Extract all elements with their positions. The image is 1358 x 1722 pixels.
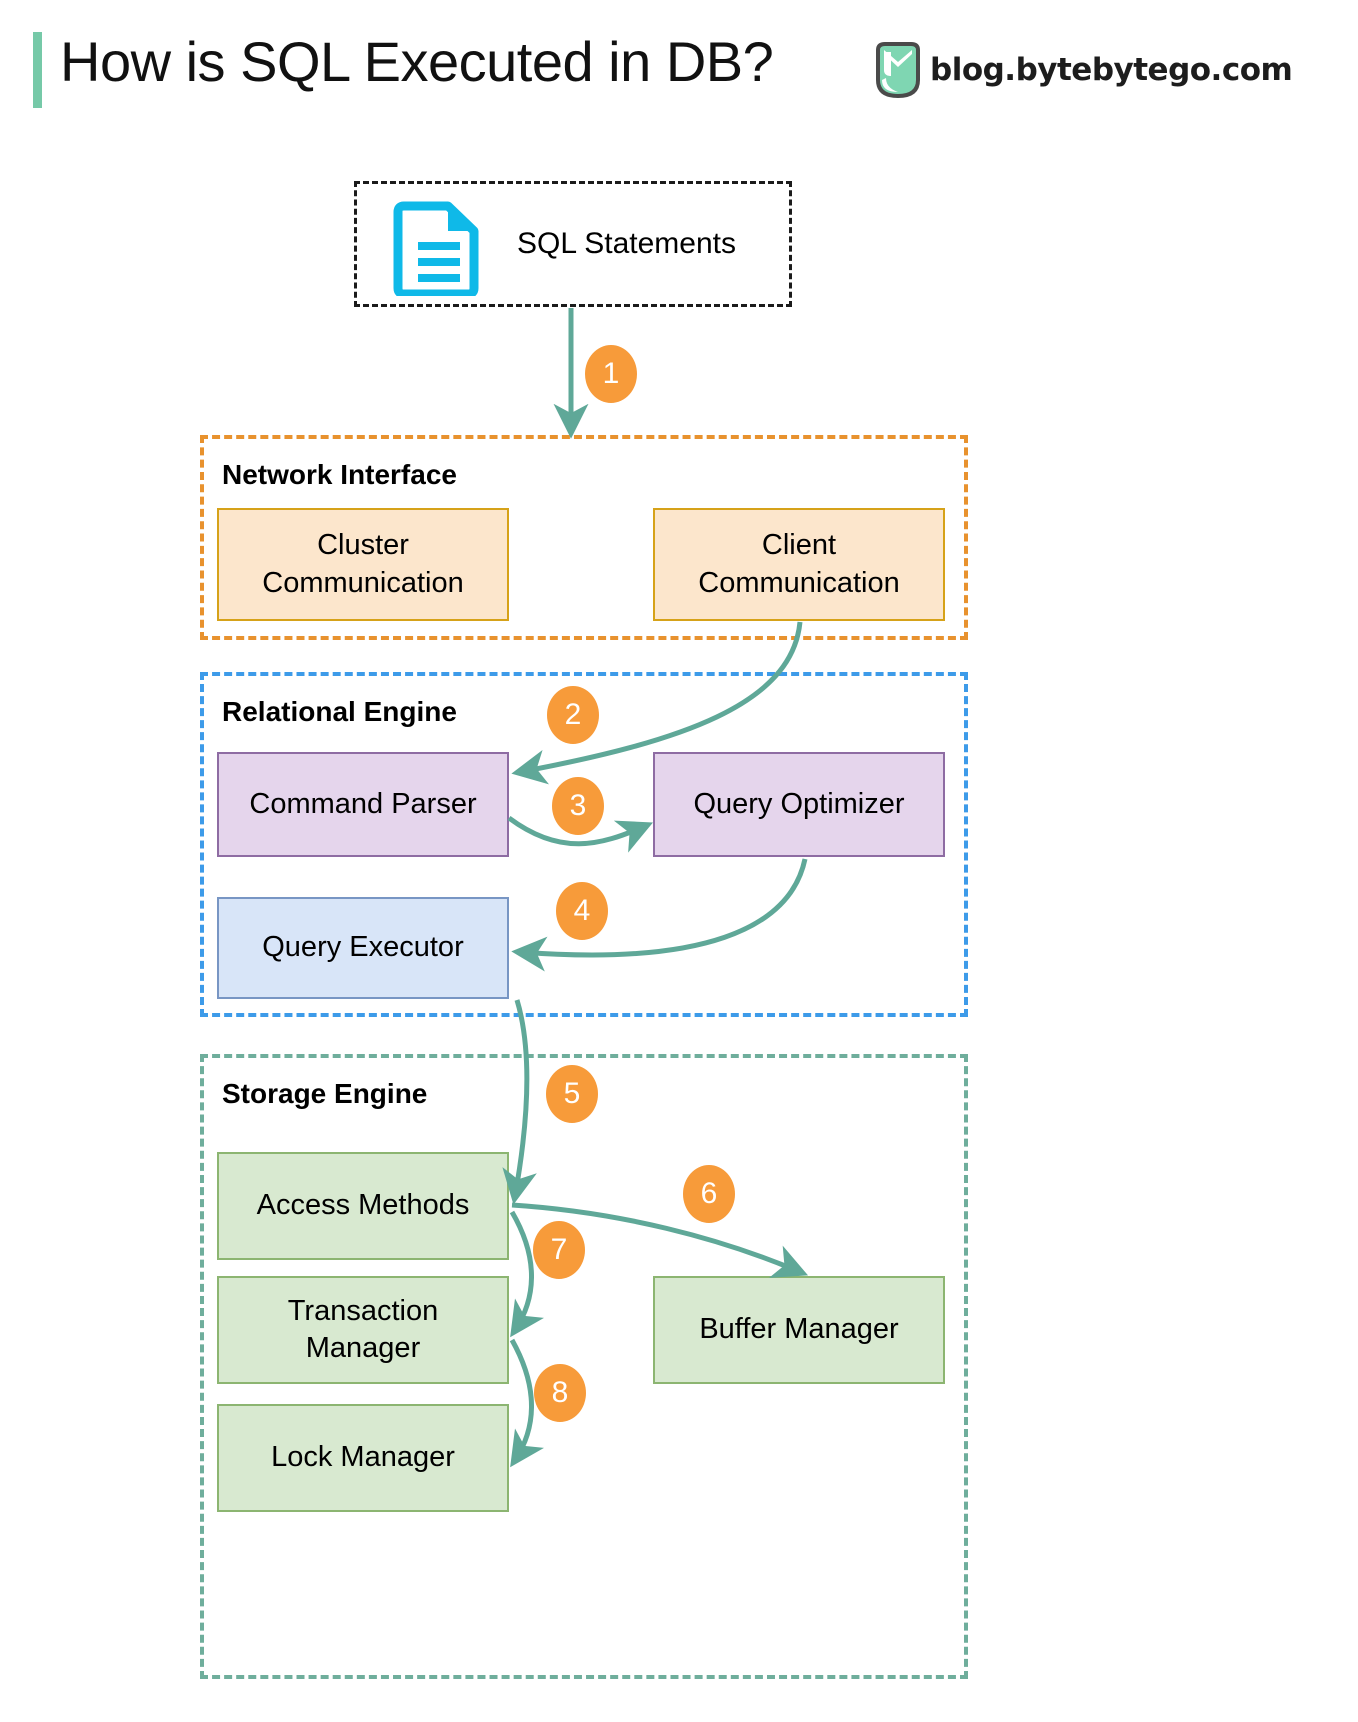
node-label: Lock Manager bbox=[271, 1441, 455, 1474]
sql-statements-source: SQL Statements bbox=[354, 181, 792, 307]
group-title-relational-engine: Relational Engine bbox=[222, 696, 457, 727]
step-badge-5: 5 bbox=[546, 1065, 598, 1123]
node-label: Transaction Manager bbox=[287, 1294, 439, 1364]
step-badge-1: 1 bbox=[585, 345, 637, 403]
sql-statements-label: SQL Statements bbox=[517, 227, 736, 260]
node-label: Access Methods bbox=[256, 1189, 470, 1222]
bytebytego-logo-icon bbox=[876, 42, 920, 99]
node-label: Cluster Communication bbox=[262, 529, 464, 599]
brand: blog.bytebytego.com bbox=[872, 40, 1293, 100]
node-buffer-manager[interactable]: Buffer Manager bbox=[653, 1276, 945, 1384]
page-header: How is SQL Executed in DB? blog.bytebyte… bbox=[0, 0, 1358, 150]
step-badge-4: 4 bbox=[556, 882, 608, 940]
node-label: Command Parser bbox=[249, 787, 477, 820]
group-title-storage-engine: Storage Engine bbox=[222, 1078, 428, 1109]
title-accent-bar bbox=[33, 32, 42, 108]
node-label: Buffer Manager bbox=[699, 1313, 899, 1346]
step-badge-6: 6 bbox=[683, 1165, 735, 1223]
group-title-network-interface: Network Interface bbox=[222, 459, 457, 490]
brand-text: blog.bytebytego.com bbox=[930, 52, 1293, 88]
node-query-executor[interactable]: Query Executor bbox=[217, 897, 509, 999]
node-lock-manager[interactable]: Lock Manager bbox=[217, 1404, 509, 1512]
node-client-communication[interactable]: Client Communication bbox=[653, 508, 945, 621]
node-cluster-communication[interactable]: Cluster Communication bbox=[217, 508, 509, 621]
node-transaction-manager[interactable]: Transaction Manager bbox=[217, 1276, 509, 1384]
node-command-parser[interactable]: Command Parser bbox=[217, 752, 509, 857]
step-badge-2: 2 bbox=[547, 686, 599, 744]
step-badge-3: 3 bbox=[552, 777, 604, 835]
page-title: How is SQL Executed in DB? bbox=[60, 30, 774, 93]
node-query-optimizer[interactable]: Query Optimizer bbox=[653, 752, 945, 857]
node-label: Query Optimizer bbox=[693, 787, 905, 820]
step-badge-8: 8 bbox=[534, 1364, 586, 1422]
node-label: Client Communication bbox=[698, 529, 900, 599]
node-access-methods[interactable]: Access Methods bbox=[217, 1152, 509, 1260]
document-icon bbox=[393, 201, 479, 296]
group-storage-engine: Storage Engine bbox=[200, 1054, 968, 1679]
node-label: Query Executor bbox=[262, 931, 464, 964]
step-badge-7: 7 bbox=[533, 1221, 585, 1279]
